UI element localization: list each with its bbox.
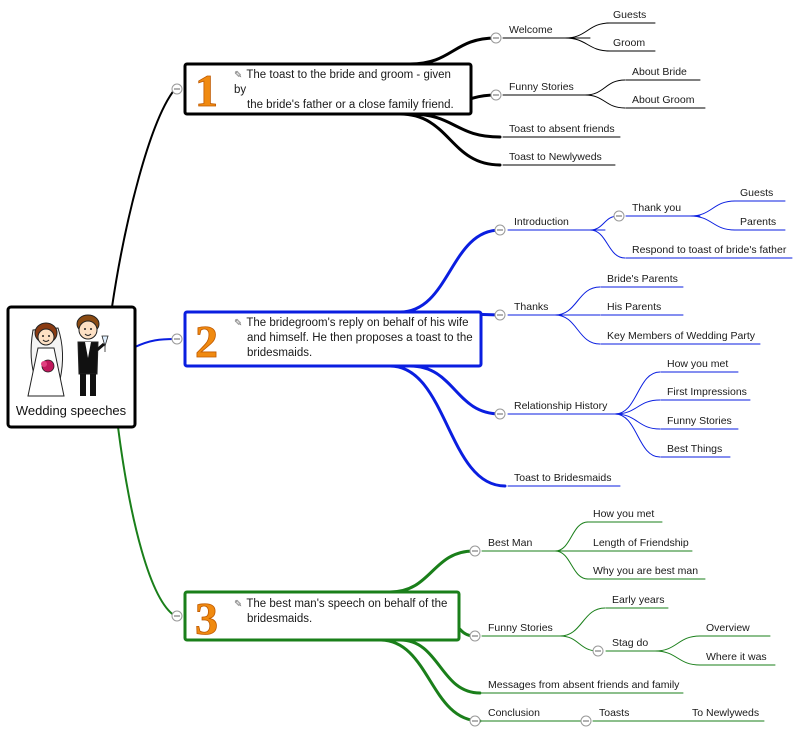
subtopic-toasts[interactable]: Toasts <box>599 707 629 719</box>
speech-box-2[interactable]: 2 <box>183 310 483 368</box>
subtopic-first-impressions[interactable]: First Impressions <box>667 386 747 398</box>
central-title: Wedding speeches <box>16 403 127 418</box>
topic-relationship-history[interactable]: Relationship History <box>514 400 608 412</box>
bride-groom-illustration <box>27 314 109 397</box>
subtopic-how-you-met[interactable]: How you met <box>667 358 728 370</box>
topic-messages-absent[interactable]: Messages from absent friends and family <box>488 679 680 691</box>
subtopic-best-things[interactable]: Best Things <box>667 443 722 455</box>
branch-link <box>589 215 619 231</box>
speech-3-line-2: bridesmaids. <box>247 613 313 625</box>
speech-2-line-2: and himself. He then proposes a toast to… <box>247 332 473 344</box>
branch-link <box>388 549 476 594</box>
branch-link <box>408 36 498 66</box>
topic-introduction[interactable]: Introduction <box>514 216 569 228</box>
topic-welcome[interactable]: Welcome <box>509 24 553 36</box>
branch-link <box>398 112 502 167</box>
topic-thanks[interactable]: Thanks <box>514 301 548 313</box>
subtopic-overview[interactable]: Overview <box>706 622 750 634</box>
subtopic-groom[interactable]: Groom <box>613 37 645 49</box>
topic-funny-stories[interactable]: Funny Stories <box>509 81 574 93</box>
speech-1-description: ✎The toast to the bride and groom - give… <box>234 68 466 113</box>
speech-3-line-1: The best man's speech on behalf of the <box>246 598 448 610</box>
subtopic-brides-parents[interactable]: Bride's Parents <box>607 273 678 285</box>
branch-link <box>554 521 589 552</box>
branch-link <box>408 364 502 416</box>
subtopic-parents[interactable]: Parents <box>740 216 776 228</box>
collapse-toggles <box>171 32 625 727</box>
branch-link <box>654 650 701 666</box>
branch-link <box>689 200 736 217</box>
subtopic-stag-do[interactable]: Stag do <box>612 637 648 649</box>
branch-link <box>554 314 601 345</box>
speech-1-line-1: The toast to the bride and groom - given… <box>234 69 451 96</box>
speech-3-description: ✎The best man's speech on behalf of the … <box>234 597 456 627</box>
topic-toast-absent-friends[interactable]: Toast to absent friends <box>509 123 615 135</box>
branch-link <box>689 215 736 231</box>
subtopic-about-groom[interactable]: About Groom <box>632 94 695 106</box>
pencil-icon: ✎ <box>234 70 243 81</box>
central-link-3 <box>117 426 176 617</box>
speech-number-2: 2 <box>195 316 218 367</box>
branch-link <box>564 22 611 39</box>
branch-link <box>589 229 626 259</box>
subtopic-about-bride[interactable]: About Bride <box>632 66 687 78</box>
branch-link <box>398 638 482 695</box>
subtopic-to-newlyweds[interactable]: To Newlyweds <box>692 707 759 719</box>
speech-box-1[interactable]: 1 <box>183 62 473 116</box>
speech-box-3[interactable]: 3 <box>183 590 461 644</box>
branch-link <box>614 413 661 458</box>
subtopic-funny-stories[interactable]: Funny Stories <box>667 415 732 427</box>
subtopic-length-friendship[interactable]: Length of Friendship <box>593 537 689 549</box>
topic-funny-stories[interactable]: Funny Stories <box>488 622 553 634</box>
branch-link <box>559 635 599 652</box>
central-link-1 <box>111 88 176 308</box>
subtopic-guests[interactable]: Guests <box>613 9 646 21</box>
speech-number-1: 1 <box>195 65 218 116</box>
branch-link <box>388 364 507 488</box>
speech-2-line-3: bridesmaids. <box>247 347 313 359</box>
central-topic[interactable]: Wedding speeches <box>6 305 137 429</box>
branch-link <box>398 228 502 314</box>
speech-2-description: ✎The bridegroom's reply on behalf of his… <box>234 316 478 361</box>
branch-link <box>614 413 661 430</box>
branch-link <box>584 94 626 109</box>
subtopic-key-members[interactable]: Key Members of Wedding Party <box>607 330 756 342</box>
branch-link <box>564 37 611 52</box>
pencil-icon: ✎ <box>234 318 243 329</box>
branch-link <box>378 638 482 723</box>
branch-link <box>614 399 661 415</box>
subtopic-his-parents[interactable]: His Parents <box>607 301 661 313</box>
branch-link <box>554 550 589 580</box>
topic-toast-newlyweds[interactable]: Toast to Newlyweds <box>509 151 602 163</box>
speech-number-3: 3 <box>195 593 218 644</box>
subtopic-guests[interactable]: Guests <box>740 187 773 199</box>
subtopic-why-best-man[interactable]: Why you are best man <box>593 565 698 577</box>
subtopic-how-you-met[interactable]: How you met <box>593 508 654 520</box>
subtopic-respond-toast[interactable]: Respond to toast of bride's father <box>632 244 787 256</box>
subtopic-early-years[interactable]: Early years <box>612 594 665 606</box>
pencil-icon: ✎ <box>234 599 243 610</box>
branch-link <box>554 286 601 316</box>
topic-best-man[interactable]: Best Man <box>488 537 533 549</box>
speech-1-line-2: the bride's father or a close family fri… <box>247 99 454 111</box>
branch-link <box>614 371 661 415</box>
branch-link <box>584 79 626 96</box>
subtopic-thank-you[interactable]: Thank you <box>632 202 681 214</box>
branch-link <box>654 635 701 652</box>
subtopic-where-it-was[interactable]: Where it was <box>706 651 767 663</box>
topic-conclusion[interactable]: Conclusion <box>488 707 540 719</box>
branch-link <box>559 607 606 637</box>
topic-toast-bridesmaids[interactable]: Toast to Bridesmaids <box>514 472 611 484</box>
central-link-2 <box>134 338 176 348</box>
speech-2-line-1: The bridegroom's reply on behalf of his … <box>246 317 469 329</box>
